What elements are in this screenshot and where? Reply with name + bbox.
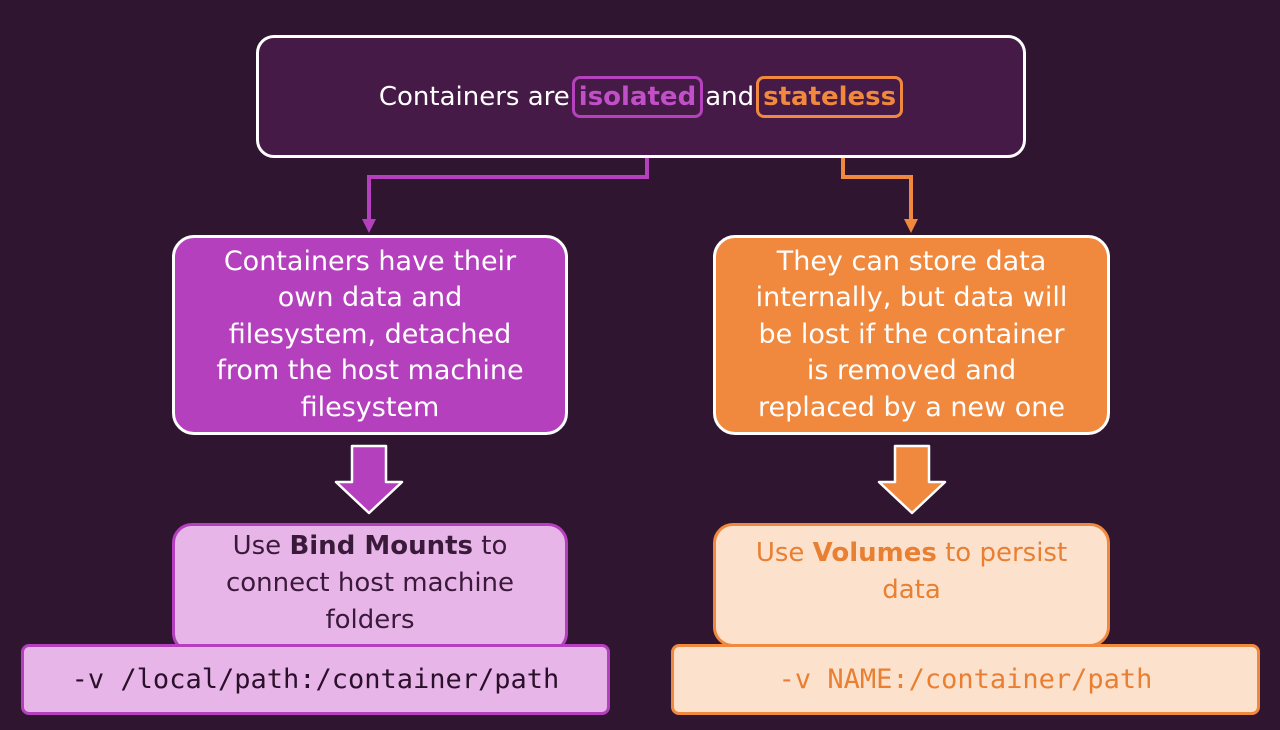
isolated-explanation-text: Containers have their own data and files…: [216, 245, 524, 423]
isolated-connector-arrowhead: [362, 219, 376, 233]
left-down-arrow: [334, 444, 404, 515]
main-statement-box: Containers are isolated and stateless: [256, 35, 1026, 158]
stateless-highlight: stateless: [756, 75, 904, 118]
bind-mount-command: -v /local/path:/container/path: [21, 644, 610, 715]
statement-middle: and: [705, 81, 755, 112]
main-statement: Containers are isolated and stateless: [378, 75, 904, 118]
isolated-explanation-box: Containers have their own data and files…: [172, 235, 568, 435]
bind-mounts-text: Use Bind Mounts to connect host machine …: [201, 528, 539, 639]
volumes-box: Use Volumes to persist data: [713, 523, 1110, 647]
bind-mounts-prefix: Use: [232, 530, 290, 561]
bind-mounts-suffix: to connect host machine folders: [225, 530, 515, 635]
stateless-explanation-text: They can store data internally, but data…: [755, 245, 1068, 423]
bind-mount-command-text: -v /local/path:/container/path: [71, 664, 560, 695]
volumes-prefix: Use: [755, 538, 813, 568]
volumes-term: Volumes: [812, 538, 937, 568]
bind-mounts-box: Use Bind Mounts to connect host machine …: [172, 523, 568, 653]
bind-mounts-term: Bind Mounts: [289, 530, 474, 561]
statement-prefix: Containers are: [378, 81, 570, 112]
volumes-suffix: to persist data: [882, 538, 1068, 605]
stateless-connector-arrowhead: [904, 219, 918, 233]
volume-command-text: -v NAME:/container/path: [778, 664, 1153, 695]
stateless-explanation-box: They can store data internally, but data…: [713, 235, 1110, 435]
right-down-arrow: [877, 444, 947, 515]
volumes-text: Use Volumes to persist data: [742, 535, 1081, 609]
isolated-highlight: isolated: [571, 75, 704, 118]
volume-command: -v NAME:/container/path: [671, 644, 1260, 715]
